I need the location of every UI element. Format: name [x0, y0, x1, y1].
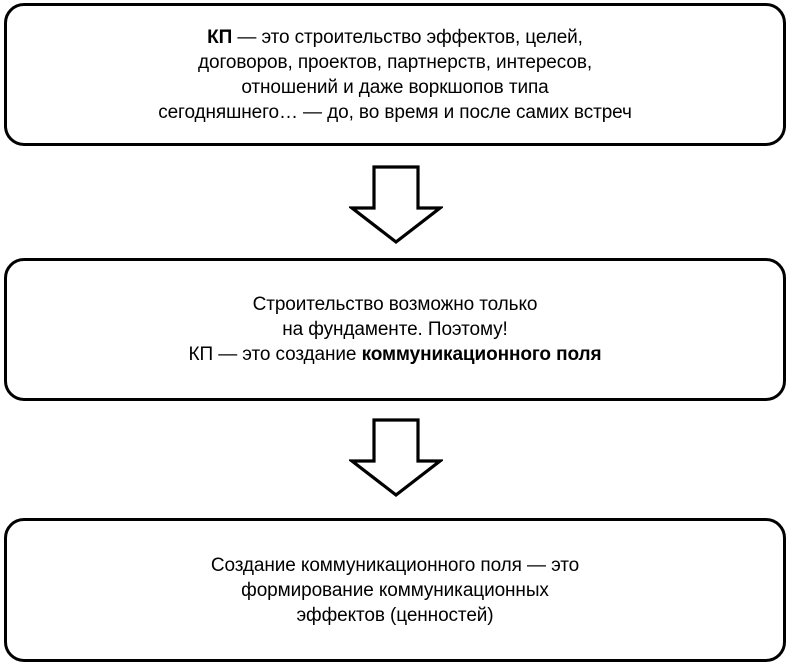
arrow-down-icon	[349, 418, 443, 498]
node-1-bold-term: КП	[207, 26, 233, 48]
node-2-bold-term: коммуникационного поля	[361, 344, 602, 365]
flow-node-1-text: КП — это строительство эффектов, целей,д…	[158, 26, 632, 123]
arrow-down-icon	[349, 165, 443, 245]
flow-node-1: КП — это строительство эффектов, целей,д…	[4, 3, 786, 146]
